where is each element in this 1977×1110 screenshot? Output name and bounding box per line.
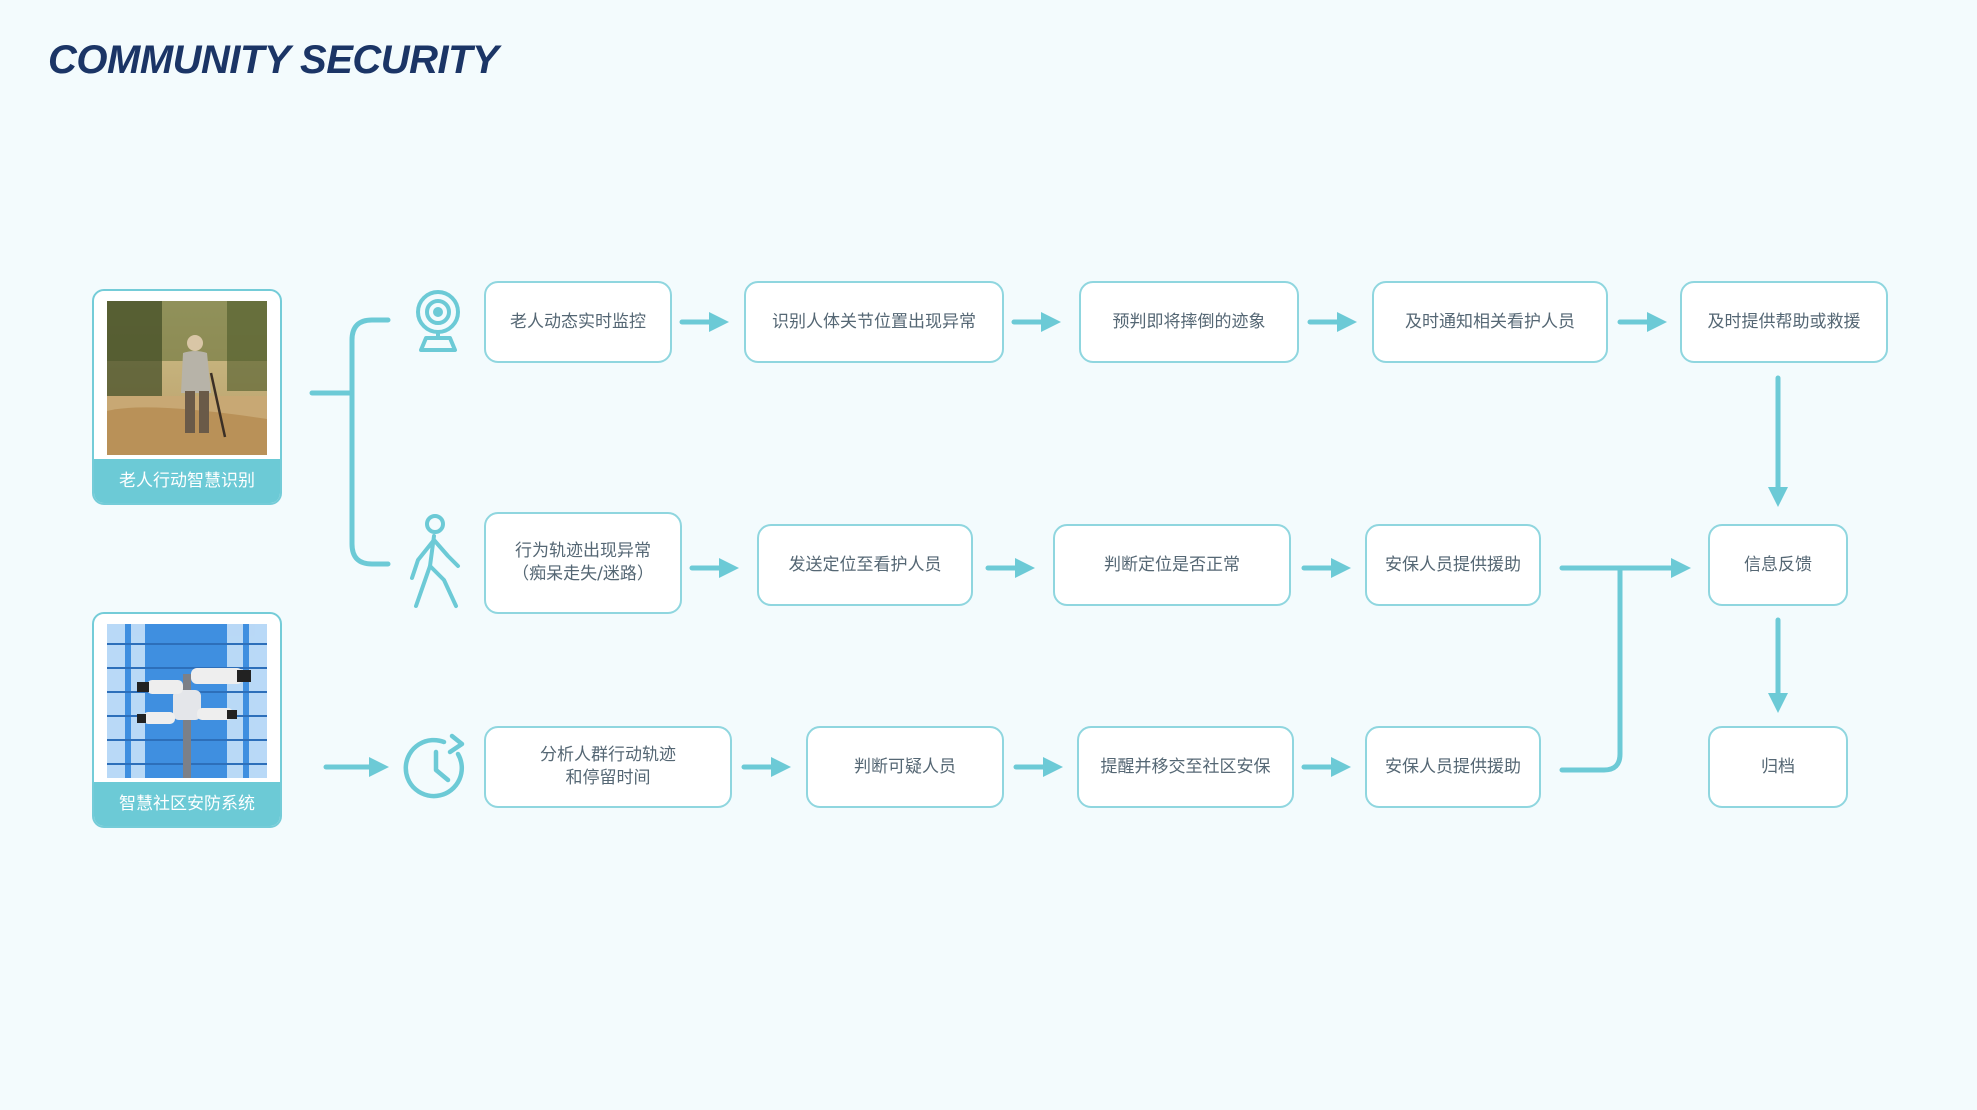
step-send-location: 发送定位至看护人员 bbox=[757, 524, 973, 606]
step-check-location: 判断定位是否正常 bbox=[1053, 524, 1291, 606]
step-elderly-realtime-monitoring: 老人动态实时监控 bbox=[484, 281, 672, 363]
step-notify-caregivers: 及时通知相关看护人员 bbox=[1372, 281, 1608, 363]
step-provide-help: 及时提供帮助或救援 bbox=[1680, 281, 1888, 363]
source-card-security-system: 智慧社区安防系统 bbox=[92, 612, 282, 828]
step-security-assistance: 安保人员提供援助 bbox=[1365, 524, 1541, 606]
source-caption: 老人行动智慧识别 bbox=[94, 459, 280, 503]
step-fall-prediction: 预判即将摔倒的迹象 bbox=[1079, 281, 1299, 363]
source-card-elderly-recognition: 老人行动智慧识别 bbox=[92, 289, 282, 505]
webcam-icon bbox=[416, 290, 460, 352]
step-information-feedback: 信息反馈 bbox=[1708, 524, 1848, 606]
source-bracket-line bbox=[349, 317, 391, 567]
step-identify-suspicious: 判断可疑人员 bbox=[806, 726, 1004, 808]
step-hand-over-to-security: 提醒并移交至社区安保 bbox=[1077, 726, 1294, 808]
step-archive: 归档 bbox=[1708, 726, 1848, 808]
step-security-assistance: 安保人员提供援助 bbox=[1365, 726, 1541, 808]
elderly-person-photo bbox=[107, 301, 267, 455]
page-title: COMMUNITY SECURITY bbox=[48, 38, 499, 82]
row3-merge-connector bbox=[1559, 565, 1623, 773]
step-analyze-crowd-trajectory: 分析人群行动轨迹 和停留时间 bbox=[484, 726, 732, 808]
step-abnormal-trajectory: 行为轨迹出现异常 （痴呆走失/迷路） bbox=[484, 512, 682, 614]
walking-person-icon bbox=[410, 514, 460, 608]
source-caption: 智慧社区安防系统 bbox=[94, 782, 280, 826]
clock-icon bbox=[403, 733, 465, 799]
step-joint-anomaly-recognition: 识别人体关节位置出现异常 bbox=[744, 281, 1004, 363]
security-camera-photo bbox=[107, 624, 267, 778]
